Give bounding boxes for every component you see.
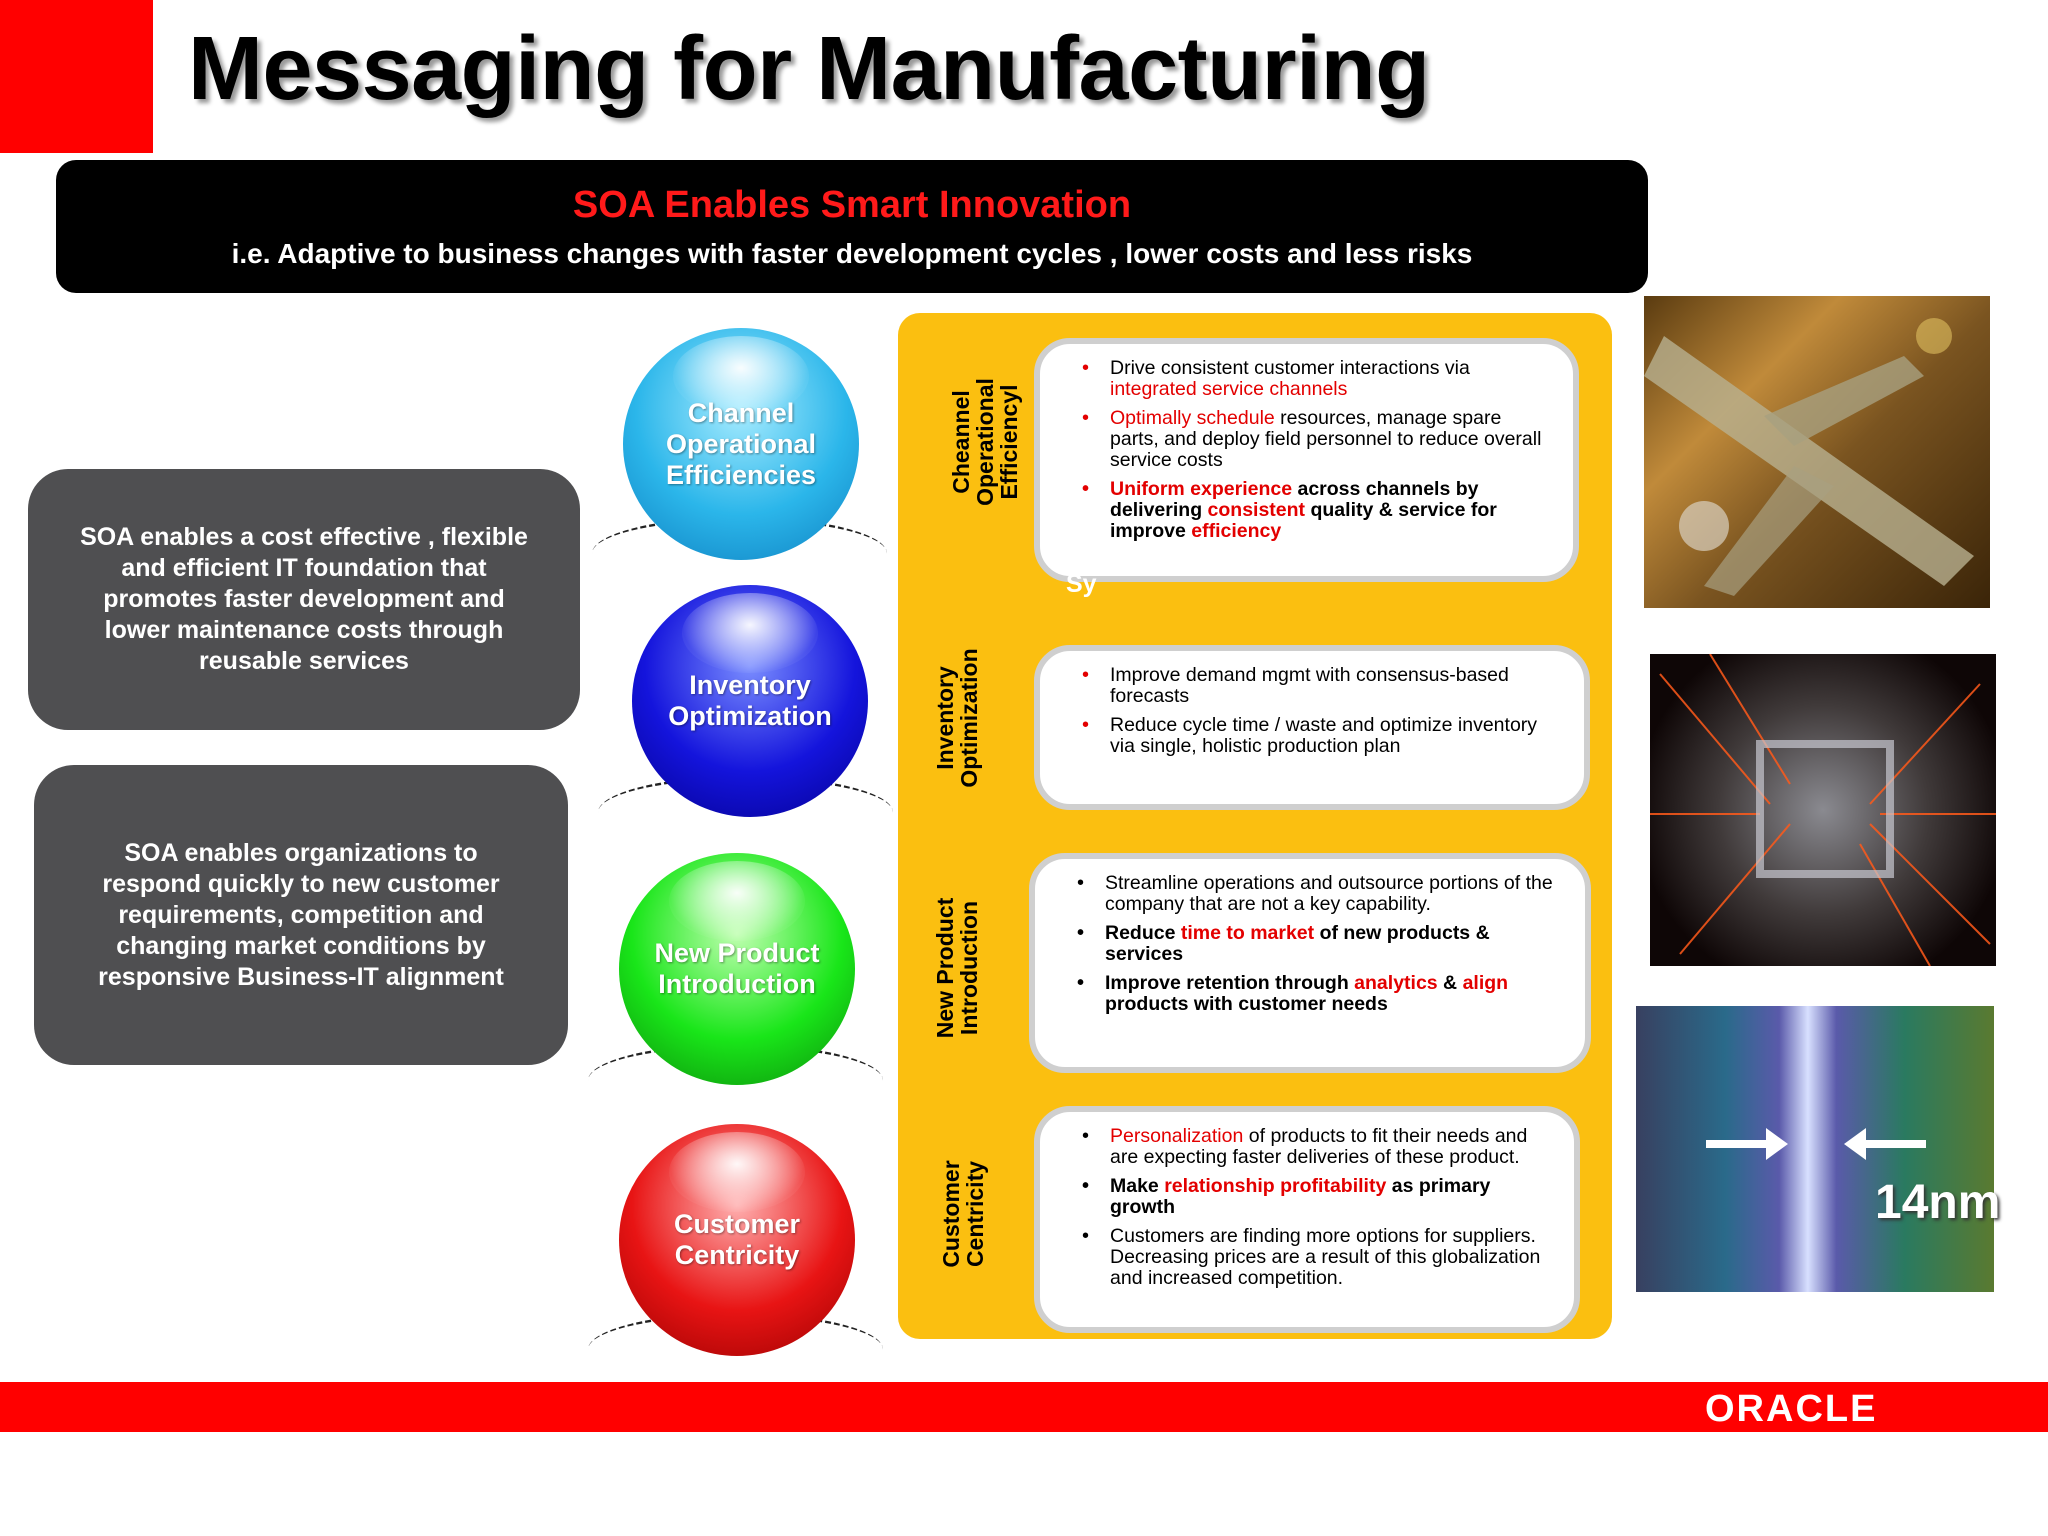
soa-foundation-box: SOA enables a cost effective , flexible …: [28, 469, 580, 730]
overflow-text: Sy: [1066, 570, 1097, 598]
banner-subtitle: i.e. Adaptive to business changes with f…: [231, 238, 1473, 269]
card-new-product: Streamline operations and outsource port…: [1029, 853, 1591, 1073]
sphere-label: Customer Centricity: [673, 1209, 801, 1270]
card-channel: Drive consistent customer interactions v…: [1034, 338, 1579, 582]
sphere-label: New Product Introduction: [654, 938, 820, 999]
sphere-customer-centricity: Customer Centricity: [619, 1124, 855, 1356]
soa-alignment-box: SOA enables organizations to respond qui…: [34, 765, 568, 1065]
list-item: Reduce time to market of new products & …: [1075, 923, 1555, 965]
soa-alignment-text: SOA enables organizations to respond qui…: [98, 838, 504, 991]
sphere-channel-operational-efficiencies: Channel Operational Efficiencies: [623, 328, 859, 560]
list-item: Improve demand mgmt with consensus-based…: [1080, 665, 1554, 707]
list-item: Reduce cycle time / waste and optimize i…: [1080, 715, 1554, 757]
welding-sparks-photo: [1650, 654, 1996, 966]
nanometer-scale-image: [1636, 1006, 1994, 1292]
list-item: Customers are finding more options for s…: [1080, 1226, 1544, 1289]
page-title: Messaging for Manufacturing: [188, 19, 1430, 119]
red-corner-block: [0, 0, 153, 153]
oracle-logo: ORACLE: [1705, 1388, 1878, 1430]
sphere-label: Channel Operational Efficiencies: [665, 397, 817, 490]
list-item: Personalization of products to fit their…: [1080, 1126, 1544, 1168]
card-inventory: Improve demand mgmt with consensus-based…: [1034, 645, 1590, 810]
soa-foundation-text: SOA enables a cost effective , flexible …: [80, 523, 528, 675]
scale-label: 14nm: [1875, 1176, 2001, 1229]
aircraft-assembly-photo: [1644, 296, 1990, 608]
footer-bar: [0, 1382, 2048, 1432]
card-customer: Personalization of products to fit their…: [1034, 1106, 1580, 1333]
list-item: Uniform experience across channels by de…: [1080, 479, 1543, 542]
list-item: Drive consistent customer interactions v…: [1080, 358, 1543, 400]
headline-banner: SOA Enables Smart Innovation i.e. Adapti…: [56, 160, 1648, 293]
list-item: Improve retention through analytics & al…: [1075, 973, 1555, 1015]
list-item: Optimally schedule resources, manage spa…: [1080, 408, 1543, 471]
list-item: Streamline operations and outsource port…: [1075, 873, 1555, 915]
banner-title: SOA Enables Smart Innovation: [572, 184, 1132, 226]
sphere-new-product-introduction: New Product Introduction: [619, 853, 855, 1085]
sphere-inventory-optimization: Inventory Optimization: [632, 585, 868, 817]
sphere-label: Inventory Optimization: [668, 670, 832, 731]
list-item: Make relationship profitability as prima…: [1080, 1176, 1544, 1218]
